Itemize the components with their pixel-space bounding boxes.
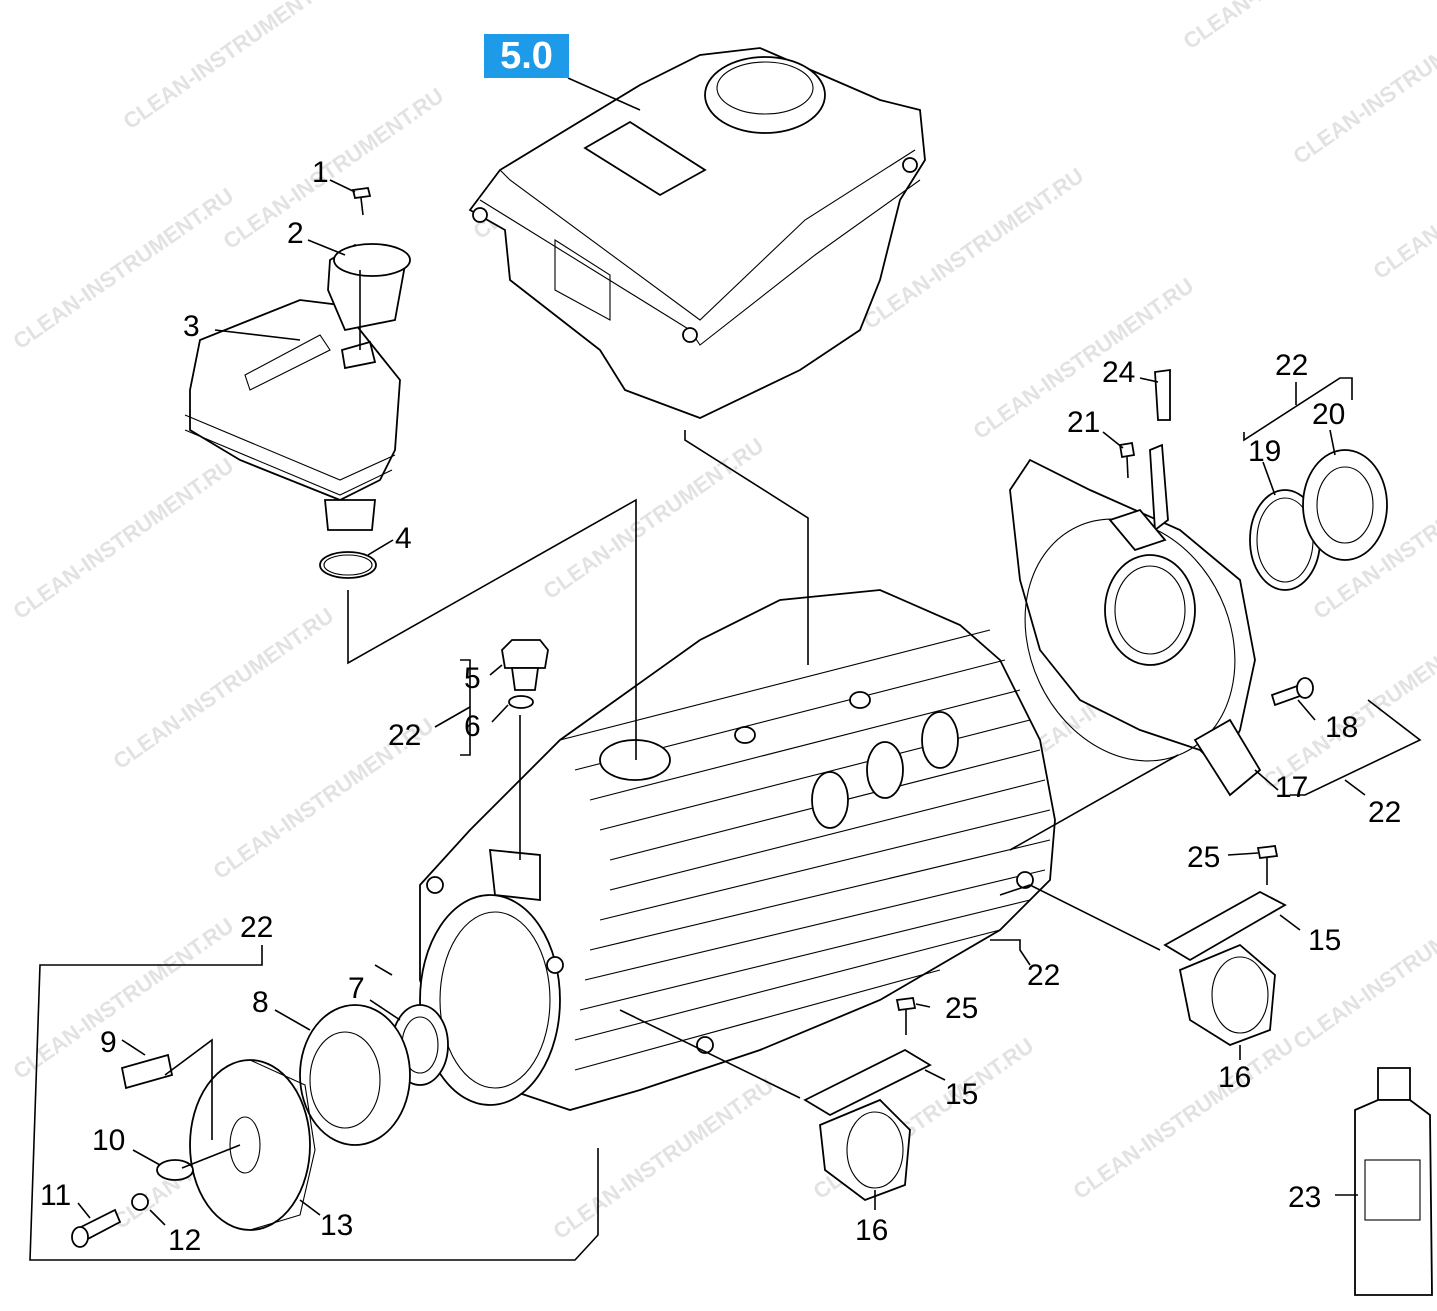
callout-6: 6 <box>464 710 481 743</box>
callout-20: 20 <box>1312 398 1345 431</box>
callout-22: 22 <box>388 719 421 752</box>
watermark: CLEAN-INSTRUMENT.RU <box>539 433 769 604</box>
callout-24: 24 <box>1102 356 1135 389</box>
callout-25: 25 <box>945 992 978 1025</box>
callout-10: 10 <box>92 1124 125 1157</box>
callout-22: 22 <box>1275 349 1308 382</box>
oil-bottle <box>1354 1067 1433 1296</box>
callout-1: 1 <box>312 156 329 189</box>
ring-and-bearing <box>1249 449 1388 591</box>
watermark: CLEAN-INSTRUMENT.RU <box>1369 113 1437 284</box>
watermark: CLEAN-INSTRUMENT.RU <box>9 183 239 354</box>
callout-17: 17 <box>1275 771 1308 804</box>
crankcase-housing <box>419 589 1056 1111</box>
watermark: CLEAN-INSTRUMENT.RU <box>1259 623 1437 794</box>
callout-15: 15 <box>1308 924 1341 957</box>
callout-16: 16 <box>1218 1061 1251 1094</box>
callout-18: 18 <box>1325 711 1358 744</box>
reservoir <box>184 187 411 579</box>
watermark: CLEAN-INSTRUMENT.RU <box>9 913 239 1084</box>
callout-7: 7 <box>348 972 365 1005</box>
callout-2: 2 <box>287 217 304 250</box>
callout-8: 8 <box>252 986 269 1019</box>
callout-16: 16 <box>855 1214 888 1247</box>
watermark: CLEAN-INSTRUMENT.RU <box>1289 0 1437 169</box>
callout-23: 23 <box>1288 1181 1321 1214</box>
callout-11: 11 <box>40 1179 71 1212</box>
watermark: CLEAN-INSTRUMENT.RU <box>109 603 339 774</box>
callout-4: 4 <box>395 522 412 555</box>
watermark: CLEAN-INSTRUMENT.RU <box>9 453 239 624</box>
callout-15: 15 <box>945 1078 978 1111</box>
callout-12: 12 <box>168 1224 201 1257</box>
callout-9: 9 <box>100 1026 117 1059</box>
callout-22: 22 <box>1027 959 1060 992</box>
callout-13: 13 <box>320 1209 353 1242</box>
watermark: CLEAN-INSTRUMENT.RU <box>1289 883 1437 1054</box>
callout-19: 19 <box>1248 435 1281 468</box>
leader-lines <box>29 77 1422 1261</box>
callout-21: 21 <box>1067 406 1100 439</box>
callout-5: 5 <box>464 662 481 695</box>
guide-pieces <box>803 845 1287 1202</box>
callout-22: 22 <box>240 911 273 944</box>
callout-25: 25 <box>1187 841 1220 874</box>
assembly-badge <box>484 34 569 78</box>
drive-flange-parts <box>71 1004 449 1248</box>
callouts: 1 2 3 4 5 6 22 24 22 21 19 20 18 17 22 2… <box>40 156 1401 1257</box>
oil-tank <box>468 47 926 419</box>
callout-3: 3 <box>183 310 200 343</box>
callout-22: 22 <box>1368 796 1401 829</box>
assembly-badge-label: 5.0 <box>500 35 553 77</box>
watermark: CLEAN-INSTRUMENT.RU <box>1179 0 1409 54</box>
watermark: CLEAN-INSTRUMENT.RU <box>219 83 449 254</box>
watermark: CLEAN-INSTRUMENT.RU <box>119 0 349 134</box>
watermark: CLEAN-INSTRUMENT.RU <box>1069 1033 1299 1204</box>
bearing-cover <box>1009 368 1314 797</box>
